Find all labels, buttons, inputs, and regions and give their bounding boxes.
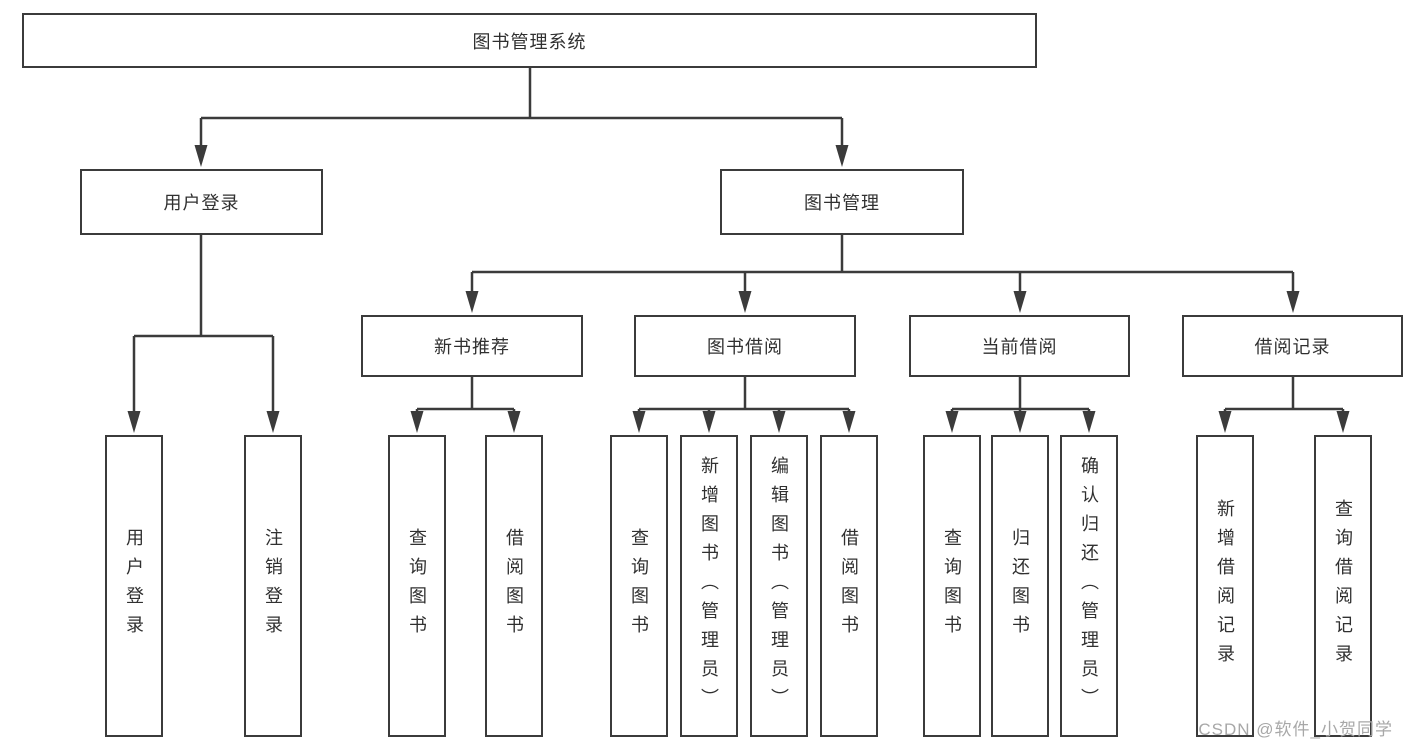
leaf-logout: 注销登录 <box>244 435 302 737</box>
node-system-root: 图书管理系统 <box>22 13 1037 68</box>
node-book-management-label: 图书管理 <box>804 193 880 213</box>
leaf-user-login: 用户登录 <box>105 435 163 737</box>
node-borrow-records-label: 借阅记录 <box>1254 337 1331 357</box>
leaf-return-book-label: 归还图书 <box>1010 528 1030 644</box>
leaf-return-book: 归还图书 <box>991 435 1049 737</box>
node-new-book-recommend: 新书推荐 <box>361 315 583 377</box>
leaf-query-books-recommend-label: 查询图书 <box>407 528 427 644</box>
node-new-book-recommend-label: 新书推荐 <box>434 337 510 357</box>
leaf-confirm-return-admin: 确认归还（管理员） <box>1060 435 1118 737</box>
leaf-borrow-book-label: 借阅图书 <box>839 528 859 644</box>
leaf-query-borrow-record: 查询借阅记录 <box>1314 435 1372 737</box>
leaf-edit-book-admin: 编辑图书（管理员） <box>750 435 808 737</box>
leaf-query-books-recommend: 查询图书 <box>388 435 446 737</box>
leaf-confirm-return-admin-label: 确认归还（管理员） <box>1079 455 1099 717</box>
leaf-query-books-borrow: 查询图书 <box>610 435 668 737</box>
leaf-borrow-book-recommend-label: 借阅图书 <box>504 528 524 644</box>
node-current-borrow: 当前借阅 <box>909 315 1130 377</box>
leaf-logout-label: 注销登录 <box>263 528 283 644</box>
node-user-login-label: 用户登录 <box>163 193 240 213</box>
leaf-add-borrow-record: 新增借阅记录 <box>1196 435 1254 737</box>
leaf-query-books-current-label: 查询图书 <box>942 528 962 644</box>
leaf-query-books-current: 查询图书 <box>923 435 981 737</box>
node-book-management: 图书管理 <box>720 169 964 235</box>
node-current-borrow-label: 当前借阅 <box>981 337 1058 357</box>
leaf-borrow-book-recommend: 借阅图书 <box>485 435 543 737</box>
watermark: CSDN @软件_小贺同学 <box>1198 720 1393 739</box>
leaf-edit-book-admin-label: 编辑图书（管理员） <box>769 455 789 717</box>
node-system-root-label: 图书管理系统 <box>472 31 587 52</box>
leaf-add-book-admin: 新增图书（管理员） <box>680 435 738 737</box>
leaf-query-borrow-record-label: 查询借阅记录 <box>1333 499 1353 673</box>
leaf-add-book-admin-label: 新增图书（管理员） <box>699 455 719 717</box>
leaf-add-borrow-record-label: 新增借阅记录 <box>1215 499 1235 673</box>
node-book-borrow-label: 图书借阅 <box>707 337 783 357</box>
node-borrow-records: 借阅记录 <box>1182 315 1403 377</box>
leaf-borrow-book: 借阅图书 <box>820 435 878 737</box>
leaf-query-books-borrow-label: 查询图书 <box>629 528 649 644</box>
node-book-borrow: 图书借阅 <box>634 315 856 377</box>
leaf-user-login-label: 用户登录 <box>124 528 144 644</box>
node-user-login: 用户登录 <box>80 169 323 235</box>
